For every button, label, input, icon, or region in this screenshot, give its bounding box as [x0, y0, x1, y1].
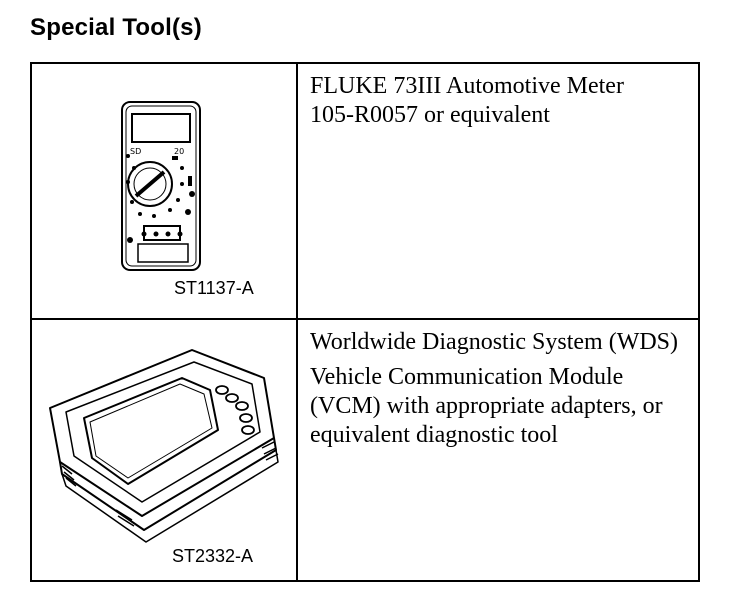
svg-text:SD: SD [130, 147, 141, 156]
tool-name: Vehicle Communication Module (VCM) with … [310, 364, 663, 448]
figure-label: ST1137-A [174, 278, 254, 298]
figure-label: ST2332-A [172, 546, 254, 566]
page-title: Special Tool(s) [30, 14, 202, 41]
tool-name: Worldwide Diagnostic System (WDS) [310, 329, 679, 355]
table-row: SD 20 ST1137-A FLUKE 73III Automotive Me… [30, 62, 700, 320]
special-tools-table: SD 20 ST1137-A FLUKE 73III Automotive Me… [30, 62, 700, 582]
tool-description-cell: FLUKE 73III Automotive Meter 105-R0057 o… [296, 62, 700, 320]
svg-text:20: 20 [174, 147, 184, 156]
tool-image-cell: ST2332-A [30, 318, 298, 582]
tool-image-cell: SD 20 ST1137-A [30, 62, 298, 320]
tool-name: FLUKE 73III Automotive Meter [310, 73, 624, 99]
table-row: ST2332-A Worldwide Diagnostic System (WD… [30, 318, 700, 582]
tool-part-number: 105-R0057 or equivalent [310, 102, 550, 128]
tool-description-cell: Worldwide Diagnostic System (WDS) Vehicl… [296, 318, 700, 582]
diagnostic-tablet-icon [49, 349, 279, 543]
multimeter-icon: SD 20 [121, 101, 201, 271]
